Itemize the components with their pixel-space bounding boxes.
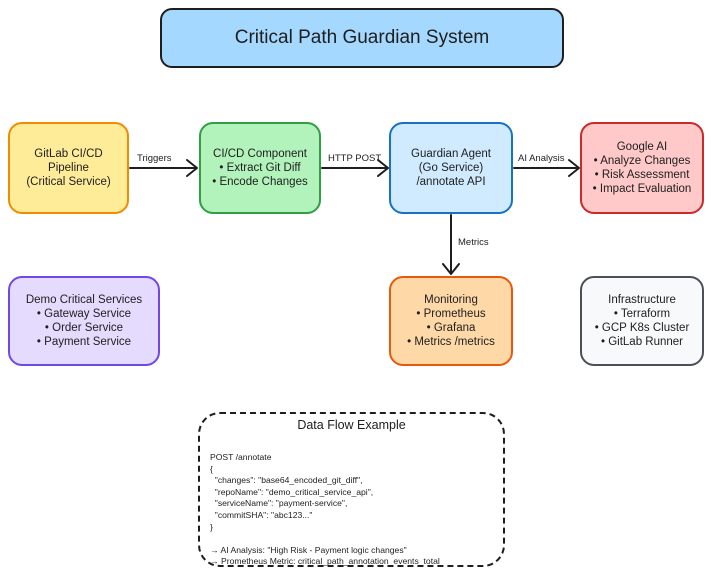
edge-label-http-post: HTTP POST [328, 153, 382, 164]
code-line: "repoName": "demo_critical_service_api", [210, 486, 374, 497]
edge-metrics-arrow [442, 214, 460, 275]
node-cicd-component: CI/CD Component • Extract Git Diff • Enc… [199, 122, 321, 214]
edge-label-metrics: Metrics [458, 237, 489, 248]
page-title: Critical Path Guardian System [234, 27, 490, 48]
node-line: Infrastructure [608, 294, 676, 306]
code-line: } [210, 521, 213, 532]
code-line: "changes": "base64_encoded_git_diff", [210, 475, 363, 486]
title-box: Critical Path Guardian System [160, 8, 564, 68]
code-line: { [210, 463, 213, 474]
node-line: • Order Service [44, 322, 124, 334]
node-line: Pipeline [48, 162, 89, 174]
node-line: Guardian Agent [411, 148, 491, 160]
node-line: Demo Critical Services [25, 294, 143, 306]
data-flow-code: POST /annotate { "changes": "base64_enco… [210, 452, 440, 568]
node-line: • Encode Changes [212, 176, 308, 188]
node-line: Google AI [616, 141, 668, 153]
edge-label-triggers: Triggers [137, 153, 172, 164]
edge-ai-analysis-arrow [513, 159, 580, 177]
node-line: • Prometheus [416, 308, 486, 320]
node-guardian-agent: Guardian Agent (Go Service) /annotate AP… [389, 122, 513, 214]
node-line: • Metrics /metrics [407, 336, 495, 348]
edge-http-post-arrow [321, 159, 389, 177]
edge-label-ai-analysis: AI Analysis [518, 153, 565, 164]
node-monitoring: Monitoring • Prometheus • Grafana • Metr… [389, 276, 513, 366]
node-line: • Risk Assessment [594, 169, 690, 181]
node-google-ai: Google AI • Analyze Changes • Risk Asses… [580, 122, 704, 214]
node-line: • Grafana [426, 322, 476, 334]
code-line: → Prometheus Metric: critical_path_annot… [210, 556, 440, 567]
code-line: "serviceName": "payment-service", [210, 498, 348, 509]
node-line: CI/CD Component [213, 148, 307, 160]
edge-triggers-arrow [129, 159, 198, 177]
node-line: (Go Service) [418, 162, 484, 174]
node-line: • GitLab Runner [600, 336, 684, 348]
node-demo-critical-services: Demo Critical Services • Gateway Service… [8, 276, 160, 366]
node-line: /annotate API [416, 176, 486, 188]
code-line [210, 533, 440, 545]
node-infrastructure: Infrastructure • Terraform • GCP K8s Clu… [580, 276, 704, 366]
code-line: POST /annotate [210, 452, 272, 462]
node-line: • Payment Service [36, 336, 132, 348]
node-line: • Gateway Service [36, 308, 132, 320]
node-line: • Impact Evaluation [592, 183, 692, 195]
node-line: • GCP K8s Cluster [594, 322, 690, 334]
data-flow-title: Data Flow Example [297, 418, 406, 432]
node-line: Monitoring [424, 294, 478, 306]
data-flow-example-box: Data Flow Example POST /annotate { "chan… [198, 412, 505, 567]
code-line: "commitSHA": "abc123..." [210, 509, 313, 520]
node-line: • Terraform [613, 308, 671, 320]
node-line: GitLab CI/CD [34, 148, 103, 160]
node-line: • Analyze Changes [593, 155, 691, 167]
node-line: (Critical Service) [26, 176, 111, 188]
node-gitlab-pipeline: GitLab CI/CD Pipeline (Critical Service) [8, 122, 129, 214]
code-line: → AI Analysis: "High Risk - Payment logi… [210, 544, 407, 555]
node-line: • Extract Git Diff [219, 162, 301, 174]
